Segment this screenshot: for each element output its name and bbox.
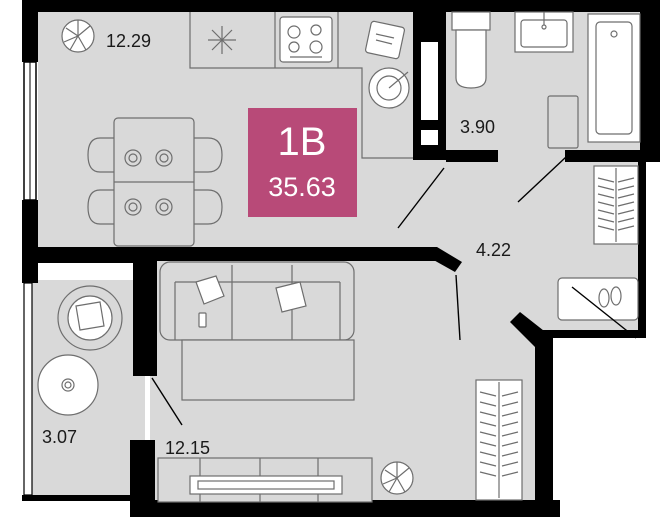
fridge-icon [208,26,236,54]
living-furniture [151,261,523,503]
armchair-icon [57,285,123,351]
balcony-railing [23,282,33,496]
dishwasher-icon [365,20,405,60]
tv-console-icon [157,457,373,503]
living-wardrobe-icon [475,379,523,501]
kitchen-furniture [61,12,413,247]
washbasin-icon [514,11,574,53]
apartment-code: 1В [278,120,327,164]
sofa-icon [159,261,355,341]
side-table-icon [37,354,99,416]
stove-icon [279,16,333,63]
kitchen-door [397,167,445,229]
bathroom-door [517,156,567,203]
plant-icon [61,19,95,53]
balcony-furniture [37,285,123,416]
apartment-badge: 1В 35.63 [248,108,357,217]
balcony-door [151,377,183,426]
toilet-icon [451,11,491,89]
living-plant-icon [380,461,414,495]
shaft [423,45,436,117]
living-area-label: 12.15 [165,438,210,458]
balcony-area-label: 3.07 [42,427,77,447]
bath-mat [547,95,579,149]
sink-icon [368,67,410,109]
hallway-area-label: 4.22 [476,240,511,260]
apartment-badge-background [248,108,357,217]
kitchen-area-label: 12.29 [106,31,151,51]
living-room-door [455,274,461,341]
bathroom-area-label: 3.90 [460,117,495,137]
entrance-door [571,286,637,339]
kitchen-floor [38,12,418,247]
shoe-rack-icon [557,277,639,321]
kitchen-counter [189,12,413,159]
room-labels: 12.29 3.90 4.22 12.15 3.07 [42,31,511,458]
hallway-furniture [397,156,639,339]
dining-table [87,117,223,247]
apartment-total-area: 35.63 [268,172,336,202]
bathtub-icon [587,13,641,143]
bathroom-fixtures [451,11,641,149]
wardrobe-icon [593,165,639,245]
bed-icon [181,339,355,401]
walls [22,0,660,517]
